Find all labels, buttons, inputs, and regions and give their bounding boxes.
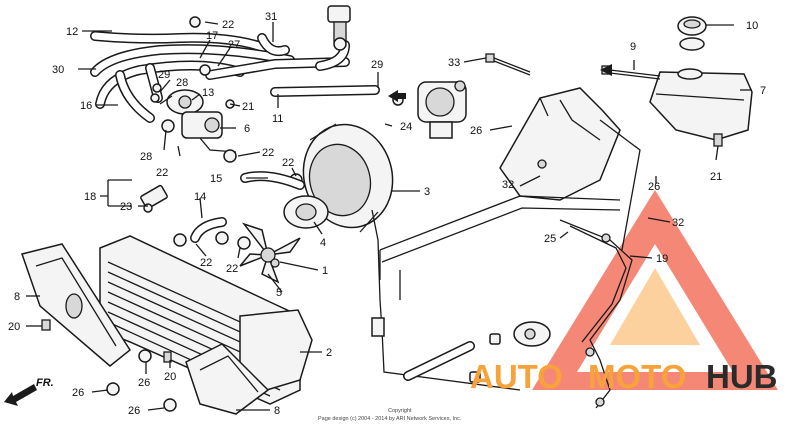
callout-29: 29	[158, 69, 170, 81]
callout-17: 17	[206, 30, 218, 42]
callout-1: 1	[322, 265, 328, 277]
callout-26: 26	[470, 125, 482, 137]
callout-18: 18	[84, 191, 96, 203]
callout-20: 20	[8, 321, 20, 333]
watermark-triangle	[532, 190, 778, 390]
callout-22: 22	[156, 167, 168, 179]
callout-26: 26	[138, 377, 150, 389]
callout-29: 29	[371, 59, 383, 71]
callout-26: 26	[648, 181, 660, 193]
lower-hose	[403, 333, 501, 383]
callout-14: 14	[194, 191, 206, 203]
callout-12: 12	[66, 26, 78, 38]
copyright-line-1: Copyright	[388, 408, 412, 414]
callout-21: 21	[242, 101, 254, 113]
callout-22: 22	[226, 263, 238, 275]
bolt-21	[713, 133, 723, 147]
callout-22: 22	[222, 19, 234, 31]
callout-25: 25	[544, 233, 556, 245]
callout-22: 22	[282, 157, 294, 169]
front-arrow-icon	[4, 384, 37, 406]
svg-text:MOTO: MOTO	[588, 358, 686, 395]
temp-sensor	[140, 184, 168, 213]
callout-20: 20	[164, 371, 176, 383]
radiator-cover-right	[185, 343, 270, 415]
lower-fasteners	[41, 319, 177, 412]
callout-31: 31	[265, 11, 277, 23]
callout-3: 3	[424, 186, 430, 198]
callout-2: 2	[326, 347, 332, 359]
callout-22: 22	[200, 257, 212, 269]
callout-26: 26	[72, 387, 84, 399]
carburetor	[417, 80, 467, 139]
reservoir-tank	[649, 68, 753, 141]
callout-16: 16	[80, 100, 92, 112]
fan-shroud	[302, 123, 394, 233]
callout-21: 21	[710, 171, 722, 183]
fan-motor	[283, 195, 329, 229]
callout-10: 10	[746, 20, 758, 32]
direction-arrow-icon	[388, 90, 406, 102]
thermostat-housing	[166, 89, 237, 153]
callout-32: 32	[502, 179, 514, 191]
callout-32: 32	[672, 217, 684, 229]
callout-28: 28	[140, 151, 152, 163]
stay-19	[559, 219, 633, 409]
fan-blade	[239, 222, 301, 284]
frame-bracket	[379, 87, 641, 300]
callout-15: 15	[210, 173, 222, 185]
callout-9: 9	[630, 41, 636, 53]
callout-4: 4	[320, 237, 326, 249]
callout-5: 5	[276, 287, 282, 299]
callout-13: 13	[202, 87, 214, 99]
upper-hoses	[90, 31, 380, 123]
callout-27: 27	[228, 39, 240, 51]
pump-outlet	[513, 321, 551, 347]
copyright-line-2: Page design (c) 2004 - 2014 by ARI Netwo…	[318, 416, 462, 422]
callout-6: 6	[244, 123, 250, 135]
callout-19: 19	[656, 253, 668, 265]
front-label: FR.	[36, 377, 54, 389]
callout-30: 30	[52, 64, 64, 76]
watermark-logo	[532, 190, 778, 390]
callout-33: 33	[448, 57, 460, 69]
callout-23: 23	[120, 201, 132, 213]
svg-text:AUTO: AUTO	[470, 358, 563, 395]
callout-labels: 12 30 16 22 31 17 27 29 28 13 21 6 28 22…	[8, 11, 766, 417]
callout-8: 8	[274, 405, 280, 417]
callout-11: 11	[272, 113, 283, 125]
callout-8: 8	[14, 291, 20, 303]
svg-text:HUB: HUB	[706, 358, 778, 395]
callout-26: 26	[128, 405, 140, 417]
leader-lines	[26, 21, 752, 411]
air-valve	[327, 5, 351, 51]
callout-24: 24	[400, 121, 412, 133]
bolt-33	[485, 53, 531, 76]
callout-28: 28	[176, 77, 188, 89]
radiator-cover-left	[21, 243, 131, 367]
callout-22: 22	[262, 147, 274, 159]
reservoir-cap	[677, 16, 707, 51]
watermark-text: AUTO MOTO HUB	[470, 358, 778, 395]
callout-7: 7	[760, 85, 766, 97]
